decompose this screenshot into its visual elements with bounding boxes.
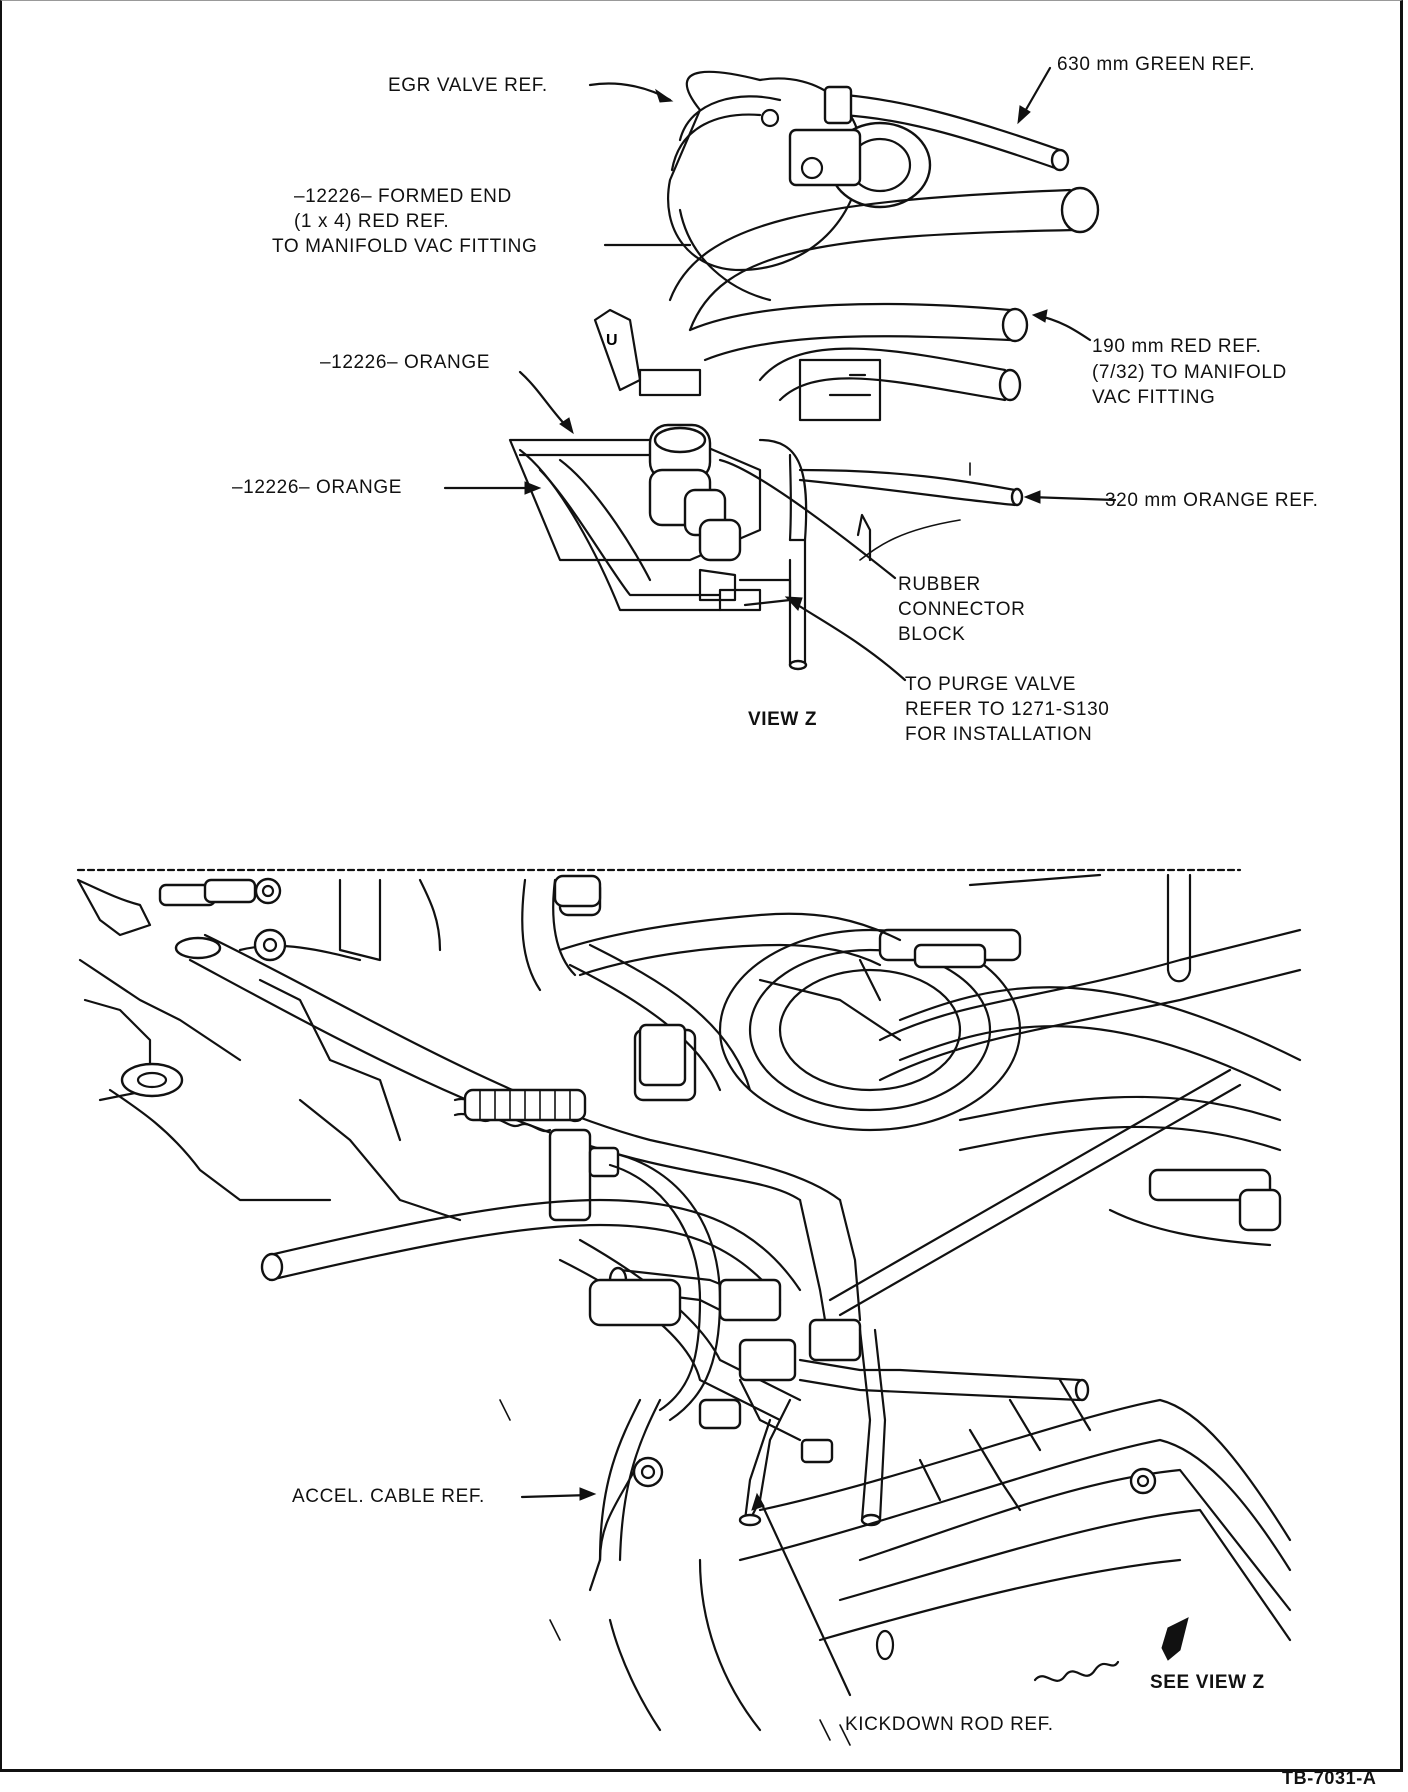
- orange-lower-label: –12226– ORANGE: [232, 477, 402, 498]
- rubber-block-label-3: BLOCK: [898, 624, 966, 645]
- purge-valve-label-2: REFER TO 1271-S130: [905, 699, 1110, 720]
- red-190-label-2: (7/32) TO MANIFOLD: [1092, 362, 1287, 383]
- kickdown-rod: [588, 1398, 664, 1592]
- hose-top-center: [521, 874, 752, 1092]
- hose-bracket: U: [593, 308, 702, 397]
- see-view-z-marker: [1033, 1617, 1189, 1682]
- connector-block: [508, 423, 808, 671]
- rubber-block-label-1: RUBBER: [898, 574, 981, 595]
- pipe-top-right: [968, 873, 1192, 983]
- egr-valve-ref-label: EGR VALVE REF.: [388, 75, 548, 96]
- green-ref-label: 630 mm GREEN REF.: [1057, 54, 1256, 75]
- view-z-leaders: [443, 66, 1117, 682]
- red-190-label-3: VAC FITTING: [1092, 387, 1216, 408]
- formed-end-label-3: TO MANIFOLD VAC FITTING: [272, 236, 538, 257]
- purge-hose-lower: [738, 1328, 887, 1527]
- hose-bundle-right: [558, 912, 1302, 1247]
- engine-leaders: [499, 1399, 852, 1746]
- accel-cable-ref-label: ACCEL. CABLE REF.: [292, 1486, 485, 1507]
- valve-cover: [608, 1378, 1292, 1732]
- orange-320-label: 320 mm ORANGE REF.: [1105, 490, 1319, 511]
- svg-text:U: U: [606, 332, 618, 349]
- purge-valve-label-3: FOR INSTALLATION: [905, 724, 1093, 745]
- top-fittings: [158, 877, 602, 962]
- formed-end-label-2: (1 x 4) RED REF.: [294, 211, 450, 232]
- manifold-hoses: [668, 186, 1100, 422]
- connector-block-lower: [558, 1238, 1090, 1442]
- kickdown-rod-ref-label: KICKDOWN ROD REF.: [845, 1714, 1054, 1735]
- see-view-z-label: SEE VIEW Z: [1150, 1672, 1265, 1693]
- figure-id: TB-7031-A: [1282, 1768, 1377, 1788]
- green-hose: [823, 85, 1070, 172]
- orange-upper-label: –12226– ORANGE: [320, 352, 490, 373]
- purge-valve-label-1: TO PURGE VALVE: [905, 674, 1077, 695]
- accel-cable-spring: [453, 1088, 620, 1222]
- engine-block-left: [76, 878, 462, 1222]
- red-190-label-1: 190 mm RED REF.: [1092, 336, 1262, 357]
- view-z-title: VIEW Z: [748, 709, 818, 730]
- formed-end-label-1: –12226– FORMED END: [294, 186, 512, 207]
- rubber-block-label-2: CONNECTOR: [898, 599, 1026, 620]
- egr-valve-lower: [633, 928, 1022, 1132]
- thin-cable: [828, 1068, 1242, 1317]
- egr-valve: [667, 70, 932, 302]
